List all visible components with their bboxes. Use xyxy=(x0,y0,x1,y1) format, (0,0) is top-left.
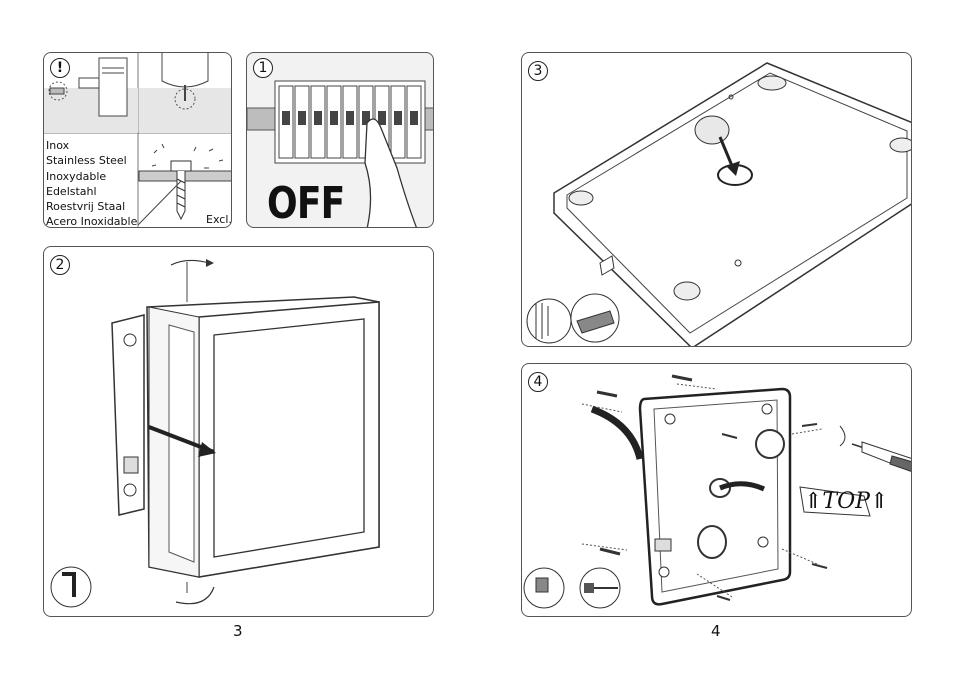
step-1-panel: 1 OFF xyxy=(246,52,434,228)
material-item: Acero Inoxidable xyxy=(46,215,138,228)
step-3-illustration xyxy=(526,62,911,346)
step-2-illustration xyxy=(50,259,380,608)
circuit-breaker-illustration xyxy=(247,80,433,227)
material-item: Edelstahl xyxy=(46,184,97,198)
material-item: Inox xyxy=(46,139,70,152)
step-2-panel: 2 xyxy=(43,246,434,617)
step-4-number: 4 xyxy=(528,372,548,392)
step-4-illustration xyxy=(523,374,911,609)
off-label: OFF xyxy=(267,178,345,228)
material-item: Roestvrij Staal xyxy=(46,200,126,214)
step-2-number: 2 xyxy=(50,255,70,275)
materials-list: Inox Stainless Steel Inoxydable Edelstah… xyxy=(46,138,138,228)
step-1-number: 1 xyxy=(253,58,273,78)
material-item: Stainless Steel xyxy=(46,154,127,168)
page-number-left: 3 xyxy=(233,622,243,640)
excl-label: Excl. xyxy=(206,213,232,226)
material-item: Inoxydable xyxy=(46,169,107,183)
warning-illustration xyxy=(44,53,231,227)
top-label: ⇑TOP⇑ xyxy=(804,489,889,514)
step-4-panel: 4 ⇑TOP⇑ xyxy=(521,363,912,617)
warning-panel: ! Inox Stainless Steel Inoxydable Edelst… xyxy=(43,52,232,228)
step-3-panel: 3 xyxy=(521,52,912,347)
warning-symbol: ! xyxy=(50,58,70,78)
step-3-number: 3 xyxy=(528,61,548,81)
page-number-right: 4 xyxy=(711,622,721,640)
